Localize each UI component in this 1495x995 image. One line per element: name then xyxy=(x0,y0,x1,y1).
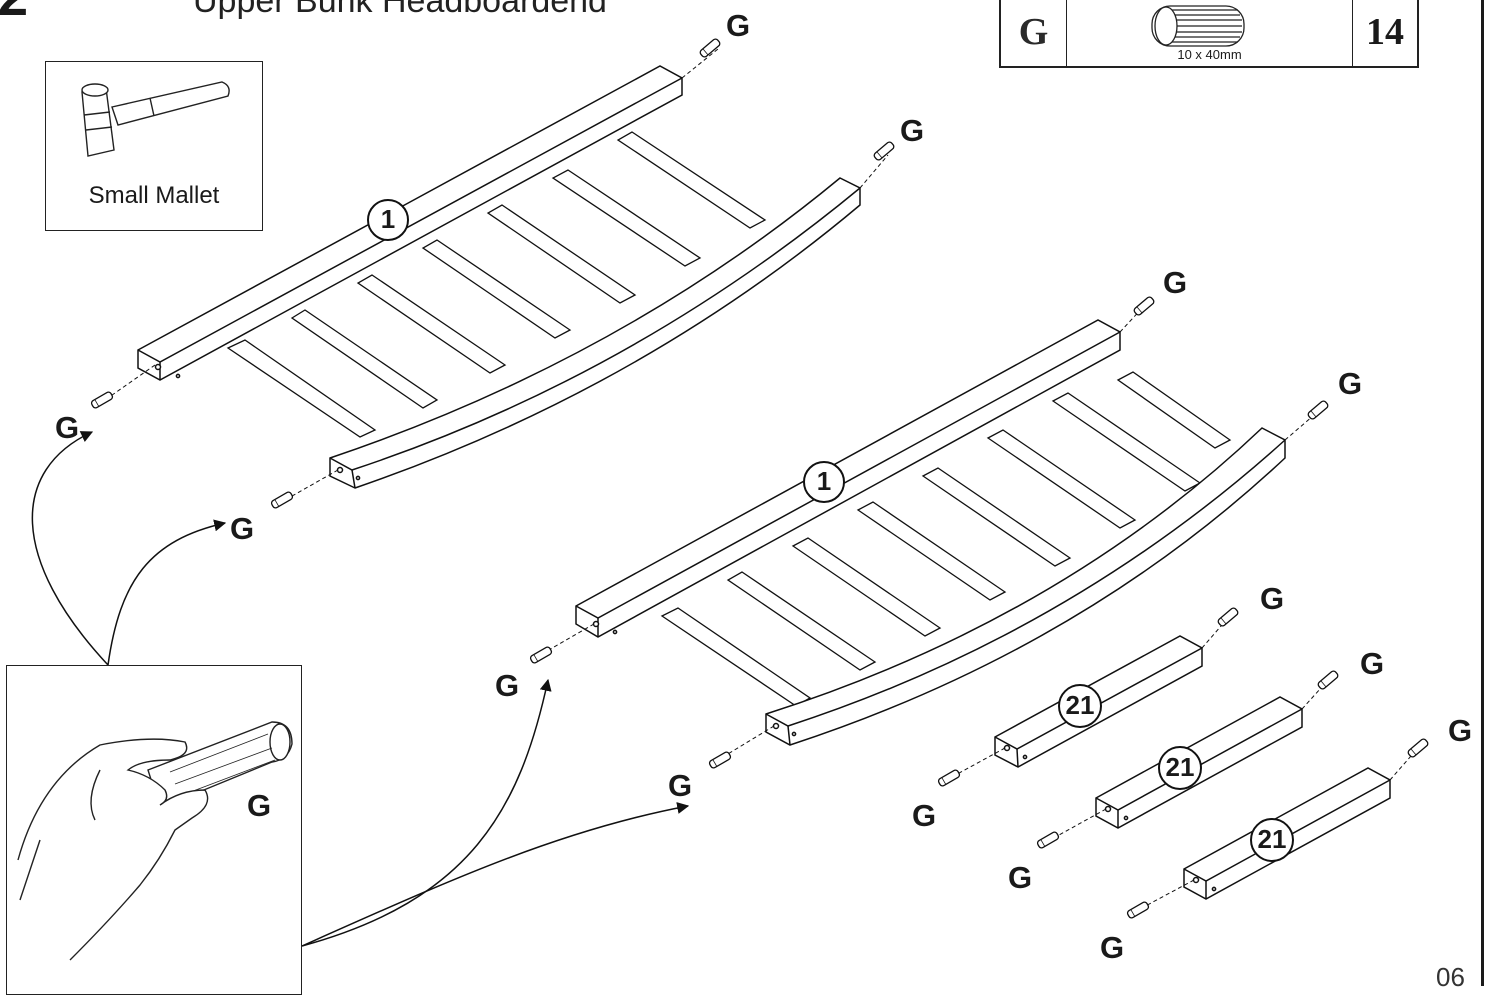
dowel-label: G xyxy=(230,511,255,546)
insertion-arrows xyxy=(31,431,690,947)
dowel-icon xyxy=(1151,5,1245,47)
dowel-label: G xyxy=(1163,265,1188,300)
step-title: Upper Bunk Headboardend xyxy=(193,0,607,20)
step-number: 2 xyxy=(0,0,28,24)
dowel-label: G xyxy=(726,8,751,43)
page-number: 06 xyxy=(1436,962,1465,992)
dowel-label: G xyxy=(1008,860,1033,895)
dowel-label: G xyxy=(900,113,925,148)
part-number: 1 xyxy=(380,204,396,234)
part-number: 21 xyxy=(1165,752,1195,782)
page-border xyxy=(1481,0,1484,986)
dowel-label: G xyxy=(495,668,520,703)
slats xyxy=(226,131,767,438)
dowel-label: G xyxy=(1338,366,1363,401)
headboard-upper xyxy=(137,65,861,489)
tool-label: Small Mallet xyxy=(88,182,220,209)
part-circles xyxy=(367,199,1294,862)
slats-lower xyxy=(660,371,1232,707)
part-number: 1 xyxy=(816,466,832,496)
dowel-label: G xyxy=(247,788,272,823)
part-letter: G xyxy=(1001,0,1067,66)
tool-box xyxy=(45,61,263,231)
dowel-label: G xyxy=(1100,930,1125,965)
mallet-icon xyxy=(81,81,230,157)
dowel-label: G xyxy=(55,410,80,445)
part-number: 21 xyxy=(1257,824,1287,854)
part-size: 10 x 40mm xyxy=(1177,47,1242,62)
dowel-label: G xyxy=(1448,713,1473,748)
headboard-lower xyxy=(575,319,1286,746)
part-quantity: 14 xyxy=(1366,11,1404,53)
part-number: 21 xyxy=(1065,690,1095,720)
hand-dowel-icon xyxy=(17,721,293,961)
part-image-cell: 10 x 40mm xyxy=(1067,0,1353,66)
dowel-label: G xyxy=(1360,646,1385,681)
dowel-label: G xyxy=(668,768,693,803)
dowel-label: G xyxy=(912,798,937,833)
dowel-label: G xyxy=(1260,581,1285,616)
hand-illustration-box xyxy=(6,665,302,995)
parts-table: G 10 x 40mm 14 xyxy=(999,0,1419,68)
